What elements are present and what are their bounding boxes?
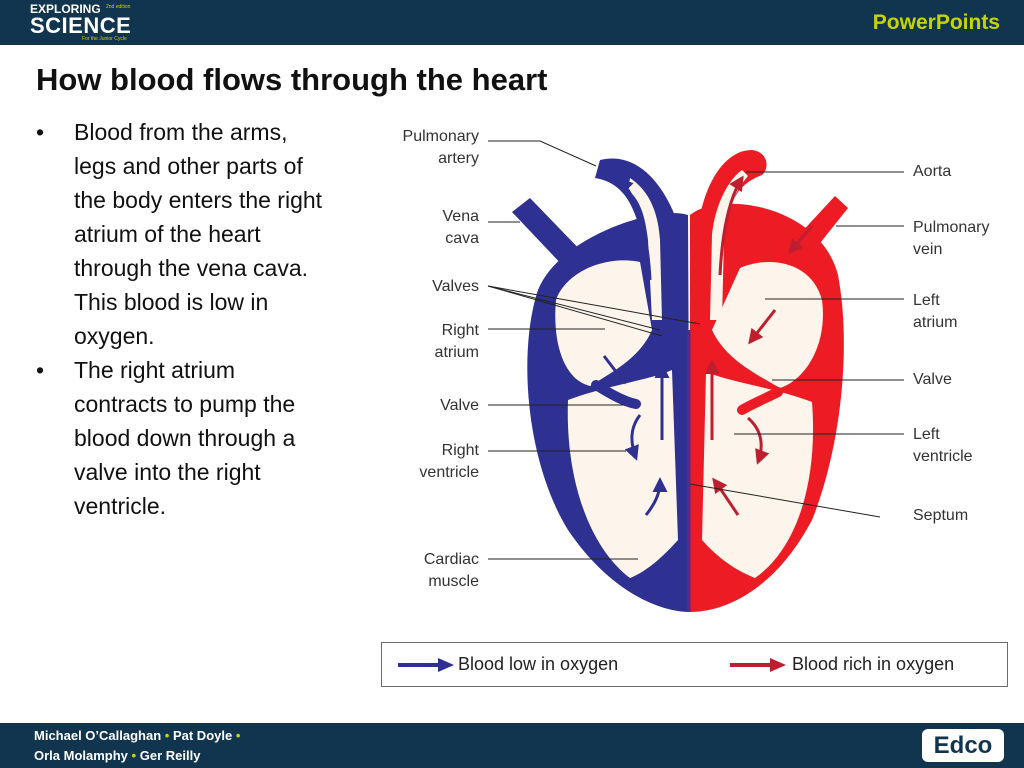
label-line: Cardiac xyxy=(423,551,479,568)
label-line: Pulmonary xyxy=(402,128,479,145)
vena-cava-vessel xyxy=(512,198,588,268)
red-flow-arrow xyxy=(746,416,770,465)
label-line: artery xyxy=(438,150,479,167)
legend-rich-oxygen: Blood rich in oxygen xyxy=(792,654,955,674)
bullet-item: The right atrium contracts to pump the b… xyxy=(36,353,376,523)
left-atrium-chamber xyxy=(712,261,823,388)
left-valve xyxy=(737,387,783,415)
right-valve xyxy=(591,380,641,409)
bullet-line: through the vena cava. xyxy=(74,255,308,281)
blue-flow-arrow xyxy=(602,355,626,385)
author-name: Pat Doyle xyxy=(172,728,233,743)
label-pulmonary-artery: Pulmonary artery xyxy=(403,126,479,170)
logo-edition-text: 2nd edition xyxy=(106,4,131,10)
label-vena-cava: Vena cava xyxy=(443,206,479,250)
label-line: Vena xyxy=(442,208,479,225)
bullet-line: blood down through a xyxy=(74,425,296,451)
label-line: Right xyxy=(441,442,479,459)
label-aorta: Aorta xyxy=(913,163,952,180)
footer-authors-line1: Michael O’Callaghan • Pat Doyle • xyxy=(34,728,240,743)
label-line: Right xyxy=(441,322,479,339)
red-flow-arrow xyxy=(788,225,814,255)
label-septum: Septum xyxy=(913,507,969,524)
author-name: Orla Molamphy xyxy=(34,748,128,763)
aorta-lumen xyxy=(710,170,748,320)
label-line: Left xyxy=(913,292,940,309)
label-cardiac-muscle: Cardiac muscle xyxy=(424,549,479,593)
author-name: Michael O’Callaghan xyxy=(34,728,162,743)
right-leader-lines xyxy=(487,171,904,518)
label-line: atrium xyxy=(913,314,958,331)
blue-flow-arrow xyxy=(644,477,668,516)
label-valve-right: Valve xyxy=(913,371,952,388)
bullet-line: oxygen. xyxy=(74,323,155,349)
red-flow-arrow xyxy=(718,175,744,276)
label-line: atrium xyxy=(434,344,479,361)
red-arrow-icon xyxy=(730,658,786,672)
right-ventricle-chamber xyxy=(567,370,678,578)
label-line: muscle xyxy=(428,573,479,590)
right-atrium-chamber xyxy=(555,260,652,386)
bullet-line: atrium of the heart xyxy=(74,221,261,247)
label-line: cava xyxy=(445,230,479,247)
label-pulmonary-vein: Pulmonary vein xyxy=(913,217,989,261)
separator-dot: • xyxy=(164,728,170,743)
bullet-line: ventricle. xyxy=(74,493,167,519)
label-left-ventricle: Left ventricle xyxy=(913,424,973,468)
label-left-atrium: Left atrium xyxy=(913,290,957,334)
bullet-line: the body enters the right xyxy=(74,187,323,213)
separator-dot: • xyxy=(235,728,241,743)
left-leader-lines xyxy=(487,140,663,560)
blue-flow-arrow xyxy=(617,177,652,281)
footer-bar: Michael O’Callaghan • Pat Doyle • Orla M… xyxy=(0,723,1024,768)
separator-dot: • xyxy=(131,748,137,763)
legend-low-oxygen: Blood low in oxygen xyxy=(458,654,619,674)
label-line: ventricle xyxy=(913,448,973,465)
red-flow-arrow xyxy=(748,309,777,345)
logo-tagline-text: For the Junior Cycle xyxy=(82,36,127,42)
pulmonary-artery-lumen xyxy=(628,178,662,320)
label-line: ventricle xyxy=(419,464,479,481)
footer-authors-line2: Orla Molamphy • Ger Reilly xyxy=(34,748,200,763)
bullet-line: The right atrium xyxy=(74,357,236,383)
label-line: Pulmonary xyxy=(913,219,990,236)
slide-title: How blood flows through the heart xyxy=(36,62,548,97)
blue-arrow-icon xyxy=(398,658,454,672)
powerpoints-label: PowerPoints xyxy=(872,11,1000,34)
edco-logo: Edco xyxy=(922,729,1004,762)
label-line: Left xyxy=(913,426,940,443)
author-name: Ger Reilly xyxy=(139,748,201,763)
logo-exploring-text: EXPLORING xyxy=(30,2,101,16)
bullet-line: This blood is low in xyxy=(74,289,269,315)
blue-flow-arrow xyxy=(624,414,642,461)
blue-flow-arrow xyxy=(538,231,574,271)
label-valve-left: Valve xyxy=(440,397,479,414)
red-flow-arrow xyxy=(712,477,740,516)
label-right-atrium: Right atrium xyxy=(435,320,479,364)
left-ventricle-chamber xyxy=(702,372,814,578)
logo-science-text: SCIENCE xyxy=(30,13,132,38)
bullet-item: Blood from the arms, legs and other part… xyxy=(36,115,376,353)
label-right-ventricle: Right ventricle xyxy=(419,440,479,484)
label-valves: Valves xyxy=(432,278,479,295)
bullet-line: contracts to pump the xyxy=(74,391,296,417)
heart-diagram xyxy=(487,140,904,613)
bullet-line: legs and other parts of xyxy=(74,153,303,179)
header-bar: EXPLORING 2nd edition SCIENCE For the Ju… xyxy=(0,0,1024,45)
label-line: vein xyxy=(913,241,943,258)
bullet-list: Blood from the arms, legs and other part… xyxy=(36,115,376,523)
bullet-line: Blood from the arms, xyxy=(74,119,288,145)
bullet-line: valve into the right xyxy=(74,459,261,485)
legend-box: Blood low in oxygen Blood rich in oxygen xyxy=(381,642,1008,687)
